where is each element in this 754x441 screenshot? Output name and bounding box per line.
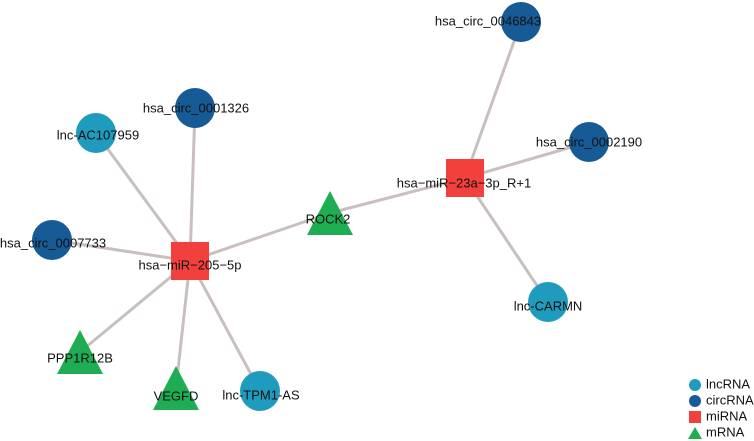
legend-label-mirna: miRNA xyxy=(706,408,747,423)
edge-hsa-mir-23a-3p-r-1-lnc-carmn xyxy=(463,177,550,303)
legend-label-lncrna: lncRNA xyxy=(706,376,750,391)
node-label-lnc-tpm1-as: lnc-TPM1-AS xyxy=(222,387,300,402)
node-label-hsa-circ-0001326: hsa_circ_0001326 xyxy=(143,100,249,115)
legend-item-mirna: miRNA xyxy=(689,408,747,423)
node-label-hsa-mir-205-5p: hsa−miR−205−5p xyxy=(139,257,242,272)
legend-label-circrna: circRNA xyxy=(706,392,754,407)
legend-label-mrna: mRNA xyxy=(706,424,745,439)
node-hsa-circ-0002190[interactable]: hsa_circ_0002190 xyxy=(536,122,642,162)
node-shape-lnc-carmn xyxy=(528,282,568,322)
legend-marker-lncrna xyxy=(689,379,701,391)
node-shape-vegfd xyxy=(153,366,199,410)
network-nodes: hsa_circ_0046843 hsa_circ_0001326 lnc-AC10… xyxy=(0,2,642,411)
edge-hsa-mir-23a-3p-r-1-rock2 xyxy=(329,176,466,215)
legend-marker-mrna xyxy=(688,427,702,439)
node-shape-ppp1r12b xyxy=(57,330,103,374)
legend-marker-mirna xyxy=(689,411,701,423)
legend-marker-circrna xyxy=(689,395,701,407)
edge-hsa-mir-205-5p-rock2 xyxy=(189,211,331,263)
edge-hsa-mir-205-5p-lnc-tpm1-as xyxy=(188,260,262,392)
edge-hsa-mir-23a-3p-r-1-hsa-circ-0002190 xyxy=(464,140,590,180)
node-label-rock2: ROCK2 xyxy=(306,211,351,226)
node-label-hsa-mir-23a-3p-r-1: hsa−miR−23a−3p_R+1 xyxy=(397,175,531,190)
node-vegfd[interactable]: VEGFD xyxy=(153,366,199,410)
node-lnc-tpm1-as[interactable]: lnc-TPM1-AS xyxy=(222,371,300,411)
edge-hsa-mir-205-5p-hsa-circ-0001326 xyxy=(188,107,197,262)
node-label-hsa-circ-0007733: hsa_circ_0007733 xyxy=(0,235,106,250)
network-edges xyxy=(51,21,590,392)
node-shape-hsa-mir-205-5p xyxy=(171,242,209,280)
node-hsa-mir-23a-3p-r-1[interactable]: hsa−miR−23a−3p_R+1 xyxy=(397,159,531,197)
node-lnc-ac107959[interactable]: lnc-AC107959 xyxy=(57,113,139,153)
node-hsa-circ-0046843[interactable]: hsa_circ_0046843 xyxy=(435,2,541,42)
node-hsa-circ-0007733[interactable]: hsa_circ_0007733 xyxy=(0,220,106,260)
node-shape-lnc-tpm1-as xyxy=(240,371,280,411)
edge-hsa-mir-205-5p-hsa-circ-0007733 xyxy=(51,238,191,263)
node-shape-hsa-circ-0046843 xyxy=(501,2,541,42)
node-shape-rock2 xyxy=(307,191,353,235)
node-ppp1r12b[interactable]: PPP1R12B xyxy=(47,330,113,374)
node-label-lnc-ac107959: lnc-AC107959 xyxy=(57,127,139,142)
node-shape-hsa-mir-23a-3p-r-1 xyxy=(446,159,484,197)
node-label-hsa-circ-0002190: hsa_circ_0002190 xyxy=(536,134,642,149)
node-hsa-mir-205-5p[interactable]: hsa−miR−205−5p xyxy=(139,242,242,280)
node-hsa-circ-0001326[interactable]: hsa_circ_0001326 xyxy=(143,88,249,128)
node-label-lnc-carmn: lnc-CARMN xyxy=(514,298,583,313)
node-rock2[interactable]: ROCK2 xyxy=(306,191,353,235)
node-shape-hsa-circ-0001326 xyxy=(175,88,215,128)
node-shape-hsa-circ-0002190 xyxy=(569,122,609,162)
legend-item-lncrna: lncRNA xyxy=(689,376,750,391)
node-label-hsa-circ-0046843: hsa_circ_0046843 xyxy=(435,13,541,28)
node-shape-lnc-ac107959 xyxy=(76,113,116,153)
node-label-ppp1r12b: PPP1R12B xyxy=(47,350,113,365)
node-label-vegfd: VEGFD xyxy=(154,388,199,403)
node-shape-hsa-circ-0007733 xyxy=(32,220,72,260)
edge-hsa-mir-205-5p-lnc-ac107959 xyxy=(94,132,192,262)
edge-hsa-mir-23a-3p-r-1-hsa-circ-0046843 xyxy=(463,21,523,179)
edge-hsa-mir-205-5p-vegfd xyxy=(174,260,192,389)
legend-item-mrna: mRNA xyxy=(688,424,745,439)
node-lnc-carmn[interactable]: lnc-CARMN xyxy=(514,282,583,322)
legend-item-circrna: circRNA xyxy=(689,392,754,407)
